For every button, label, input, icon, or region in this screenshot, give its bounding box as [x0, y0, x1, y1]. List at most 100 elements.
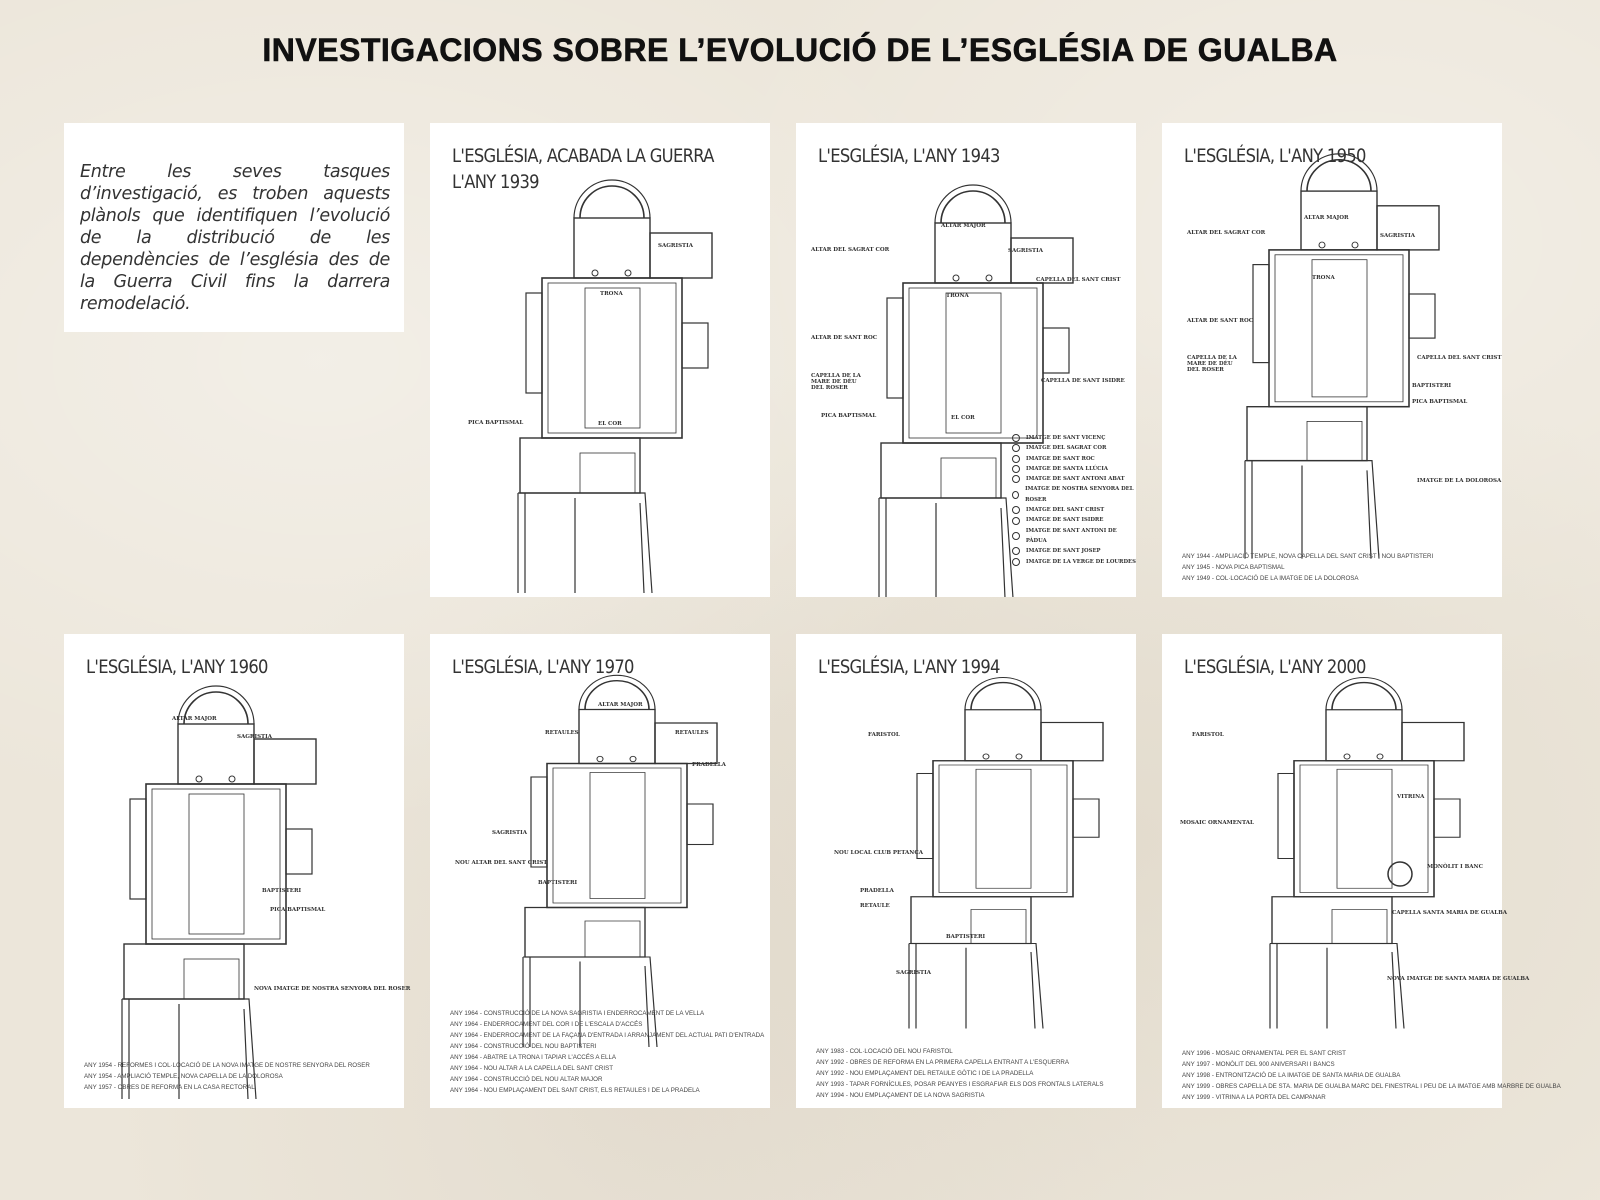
intro-box: Entre les seves tasques d’investigació, … — [64, 123, 404, 332]
monolith-mark — [1387, 861, 1413, 887]
card-title: L'ESGLÉSIA, L'ANY 1960 — [86, 656, 268, 678]
page-title: INVESTIGACIONS SOBRE L’EVOLUCIÓ DE L’ESG… — [262, 32, 1338, 69]
note-item: ANY 1964 - CONSTRUCCIÓ DEL NOU BAPTISTER… — [450, 1043, 597, 1050]
plan-label: ALTAR DEL SAGRAT COR — [811, 247, 890, 253]
plan-card-1970: L'ESGLÉSIA, L'ANY 1970 ALTAR MAJOR RETAU… — [430, 634, 770, 1108]
note-item: ANY 1944 - AMPLIACIÓ TEMPLE, NOVA CAPELL… — [1182, 553, 1434, 560]
note-item: ANY 1964 - NOU ALTAR A LA CAPELLA DEL SA… — [450, 1065, 614, 1072]
legend-item: IMATGE DE LA VERGE DE LOURDES — [1012, 557, 1136, 567]
floor-plan-drawing — [121, 685, 317, 1100]
plan-label: VITRINA — [1397, 794, 1425, 800]
card-title: L'ESGLÉSIA, L'ANY 1994 — [818, 656, 1000, 678]
plan-card-1994: L'ESGLÉSIA, L'ANY 1994 FARISTOL NOU LOCA… — [796, 634, 1136, 1108]
card-title: L'ESGLÉSIA, L'ANY 1950 — [1184, 145, 1366, 167]
chronology-notes: ANY 1964 - CONSTRUCCIÓ DE LA NOVA SAGRIS… — [450, 1008, 764, 1096]
legend-item: IMATGE DEL SAGRAT COR — [1012, 443, 1136, 453]
legend-item: IMATGE DE SANT ANTONI ABAT — [1012, 474, 1136, 484]
note-item: ANY 1997 - MONÒLIT DEL 900 ANIVERSARI I … — [1182, 1061, 1335, 1068]
chronology-notes: ANY 1954 - REFORMES I COL·LOCACIÓ DE LA … — [84, 1060, 370, 1093]
plan-label: PICA BAPTISMAL — [270, 907, 326, 913]
plan-label: EL COR — [951, 415, 975, 421]
intro-text: Entre les seves tasques d’investigació, … — [80, 162, 390, 314]
plan-card-2000: L'ESGLÉSIA, L'ANY 2000 FARISTOL VITRINA … — [1162, 634, 1561, 1108]
legend-item: IMATGE DE SANT ANTONI DE PÀDUA — [1012, 526, 1136, 547]
plan-label: BAPTISTERI — [946, 934, 986, 940]
note-item: ANY 1996 - MOSAIC ORNAMENTAL PER EL SANT… — [1182, 1050, 1346, 1057]
plan-label: ALTAR MAJOR — [172, 716, 217, 722]
chronology-notes: ANY 1996 - MOSAIC ORNAMENTAL PER EL SANT… — [1182, 1048, 1561, 1103]
plan-label: SAGRISTIA — [658, 243, 693, 249]
plan-label: TRONA — [946, 293, 969, 299]
plan-label: PRADELLA — [692, 762, 726, 768]
note-item: ANY 1964 - NOU EMPLAÇAMENT DEL SANT CRIS… — [450, 1087, 700, 1094]
circle-marker-icon — [1012, 506, 1020, 515]
note-item: ANY 1983 - COL·LOCACIÓ DEL NOU FARISTOL — [816, 1048, 953, 1055]
circle-marker-icon — [1012, 557, 1020, 566]
plan-label: NOVA IMATGE DE NOSTRA SENYORA DEL ROSER — [254, 986, 411, 992]
floor-plan-drawing — [908, 676, 1104, 1030]
plan-card-1960: L'ESGLÉSIA, L'ANY 1960 ALTAR MAJOR SAGRI… — [64, 634, 410, 1108]
plan-label: SAGRISTIA — [237, 734, 272, 740]
circle-marker-icon — [1012, 547, 1020, 556]
plan-label: SAGRISTIA — [896, 970, 931, 976]
plan-label: PICA BAPTISMAL — [468, 420, 524, 426]
card-title: L'ESGLÉSIA, L'ANY 1943 — [818, 145, 1000, 167]
note-item: ANY 1994 - NOU EMPLAÇAMENT DE LA NOVA SA… — [816, 1092, 985, 1099]
note-item: ANY 1998 - ENTRONITZACIÓ DE LA IMATGE DE… — [1182, 1072, 1401, 1079]
plan-label: SAGRISTIA — [1380, 233, 1415, 239]
plan-label: EL COR — [598, 421, 622, 427]
plan-label: TRONA — [600, 291, 623, 297]
plan-label: CAPELLA SANTA MARIA DE GUALBA — [1392, 910, 1508, 916]
legend-item: IMATGE DE SANT VICENÇ — [1012, 433, 1136, 443]
note-item: ANY 1964 - CONSTRUCCIÓ DEL NOU ALTAR MAJ… — [450, 1076, 603, 1083]
plan-label: CAPELLA DEL SANT CRIST — [1036, 277, 1121, 283]
plan-label: ALTAR DE SANT ROC — [811, 335, 878, 341]
plan-label: SAGRISTIA — [492, 830, 527, 836]
plan-label: FARISTOL — [1192, 732, 1224, 738]
plan-label: PICA BAPTISMAL — [821, 413, 877, 419]
circle-marker-icon — [1012, 475, 1020, 484]
note-item: ANY 1945 - NOVA PICA BAPTISMAL — [1182, 564, 1285, 571]
circle-marker-icon — [1012, 531, 1020, 540]
plan-label: ALTAR DEL SAGRAT COR — [1187, 230, 1266, 236]
plan-label: BAPTISTERI — [262, 888, 302, 894]
card-title: L'ESGLÉSIA, L'ANY 2000 — [1184, 656, 1366, 678]
chronology-notes: ANY 1983 - COL·LOCACIÓ DEL NOU FARISTOL … — [816, 1046, 1103, 1101]
plan-label: RETAULES — [675, 730, 709, 736]
note-item: ANY 1999 - VITRINA A LA PORTA DEL CAMPAN… — [1182, 1094, 1326, 1101]
plan-card-1950: L'ESGLÉSIA, L'ANY 1950 ALTAR MAJOR SAGRI… — [1162, 123, 1502, 597]
plan-label: ALTAR MAJOR — [941, 223, 986, 229]
note-item: ANY 1957 - OBRES DE REFORMA EN LA CASA R… — [84, 1084, 255, 1091]
plan-label: BAPTISTERI — [538, 880, 578, 886]
plan-label: MOSAIC ORNAMENTAL — [1180, 820, 1254, 826]
legend-item: IMATGE DE NOSTRA SENYORA DEL ROSER — [1012, 484, 1136, 505]
plan-label: ALTAR DE SANT ROC — [1187, 318, 1254, 324]
legend-item: IMATGE DE SANT JOSEP — [1012, 546, 1136, 556]
card-title: L'ESGLÉSIA, L'ANY 1970 — [452, 656, 634, 678]
plan-label: PRADELLA — [860, 888, 894, 894]
note-item: ANY 1964 - ENDERROCAMENT DEL COR I DE L'… — [450, 1021, 643, 1028]
plan-label: BAPTISTERI — [1412, 383, 1452, 389]
legend-item: IMATGE DEL SANT CRIST — [1012, 505, 1136, 515]
note-item: ANY 1993 - TAPAR FORNÍCULES, POSAR PEANY… — [816, 1081, 1104, 1088]
plan-label: PICA BAPTISMAL — [1412, 399, 1468, 405]
plan-label: TRONA — [1312, 275, 1335, 281]
note-item: ANY 1964 - ABATRE LA TRONA I TAPIAR L'AC… — [450, 1054, 617, 1061]
circle-marker-icon — [1012, 454, 1020, 463]
plan-label: SAGRISTIA — [1008, 248, 1043, 254]
circle-marker-icon — [1012, 465, 1020, 474]
note-item: ANY 1999 - OBRES CAPELLA DE STA. MARIA D… — [1182, 1083, 1561, 1090]
plan-label: FARISTOL — [868, 732, 900, 738]
plan-label: CAPELLA DEL SANT CRIST — [1417, 355, 1502, 361]
note-item: ANY 1992 - NOU EMPLAÇAMENT DEL RETAULE G… — [816, 1070, 1034, 1077]
note-item: ANY 1992 - OBRES DE REFORMA EN LA PRIMER… — [816, 1059, 1070, 1066]
plan-label: ALTAR MAJOR — [1304, 215, 1349, 221]
plan-label: ALTAR MAJOR — [598, 702, 643, 708]
note-item: ANY 1964 - CONSTRUCCIÓ DE LA NOVA SAGRIS… — [450, 1010, 705, 1017]
floor-plan-drawing — [517, 179, 713, 594]
plan-label: RETAULES — [545, 730, 579, 736]
plan-label: CAPELLA DE SANT ISIDRE — [1041, 378, 1125, 384]
plan-label: NOVA IMATGE DE SANTA MARIA DE GUALBA — [1387, 976, 1530, 982]
